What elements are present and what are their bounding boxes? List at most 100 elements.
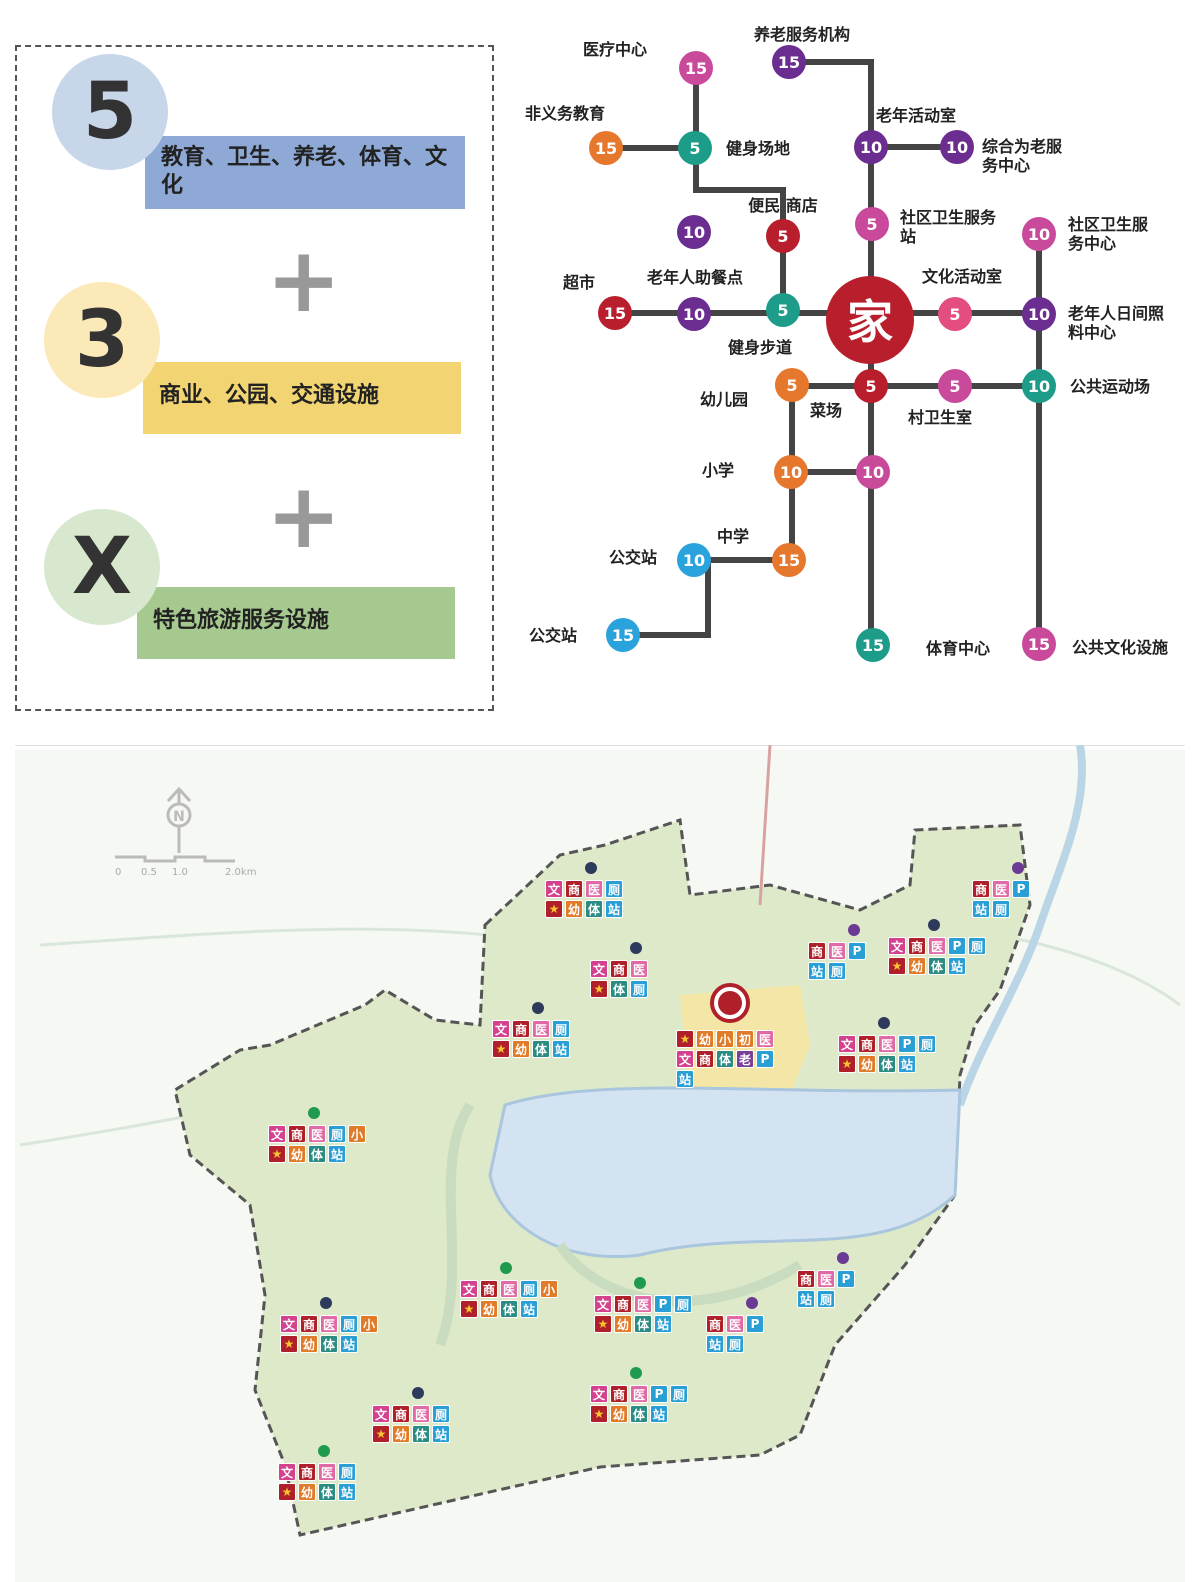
network-node: 10 [856, 455, 890, 489]
facility-row: 站厕 [706, 1335, 764, 1353]
settlement-dot [320, 1297, 332, 1309]
facility-icon: 体 [318, 1483, 336, 1501]
facility-icon: 体 [610, 980, 628, 998]
facility-icon: 初 [736, 1030, 754, 1048]
plus-sign: + [266, 464, 342, 569]
settlement-dot [878, 1017, 890, 1029]
facility-icon: 商 [858, 1035, 876, 1053]
star-icon: ★ [460, 1300, 478, 1318]
facility-icon: 站 [706, 1335, 724, 1353]
node-circle [856, 628, 890, 662]
town-center-marker [710, 983, 750, 1023]
node-label: 小学 [702, 461, 734, 480]
facility-icon: 文 [268, 1125, 286, 1143]
node-label: 老年人助餐点 [646, 268, 743, 287]
x-circle: X [44, 509, 160, 625]
facility-icon: 文 [838, 1035, 856, 1053]
facility-icon: 厕 [328, 1125, 346, 1143]
facility-row: ★幼体站 [278, 1483, 356, 1501]
facility-icon: 文 [590, 1385, 608, 1403]
node-label: 体育中心 [926, 639, 990, 658]
facility-icon: 文 [492, 1020, 510, 1038]
facility-row: 站厕 [797, 1290, 855, 1308]
settlement-dot [308, 1107, 320, 1119]
node-circle [940, 130, 974, 164]
node-label: 中学 [717, 527, 749, 546]
node-circle [606, 618, 640, 652]
node-label: 老年活动室 [875, 106, 956, 125]
svg-text:N: N [173, 809, 185, 825]
facility-icon: 厕 [968, 937, 986, 955]
facility-icon: 站 [328, 1145, 346, 1163]
facility-icon: 医 [630, 1385, 648, 1403]
node-label: 医疗中心 [583, 40, 647, 59]
node-label: 便民 商店 [748, 196, 818, 215]
node-label: 文化活动室 [922, 267, 1002, 286]
facility-icon: 幼 [696, 1030, 714, 1048]
facility-icon: 站 [676, 1070, 694, 1088]
facility-cluster: 文商医厕 ★幼体站 [372, 1387, 450, 1445]
facility-icon: 厕 [674, 1295, 692, 1313]
facility-icon: 幼 [610, 1405, 628, 1423]
star-icon: ★ [492, 1040, 510, 1058]
node-label-line2: 务中心 [1068, 234, 1116, 253]
node-label: 非义务教育 [525, 104, 605, 123]
facility-icon: 文 [372, 1405, 390, 1423]
facility-icon: 文 [460, 1280, 478, 1298]
star-icon: ★ [590, 980, 608, 998]
facility-row: 文商医 [590, 960, 648, 978]
facility-icon: 站 [654, 1315, 672, 1333]
node-minutes: 15 [862, 636, 884, 655]
node-minutes: 10 [860, 138, 882, 157]
facility-icon: 厕 [340, 1315, 358, 1333]
facility-icon: 医 [532, 1020, 550, 1038]
settlement-dot [630, 1367, 642, 1379]
facility-icon: 幼 [614, 1315, 632, 1333]
node-minutes: 5 [689, 139, 700, 158]
facility-icon: 商 [610, 1385, 628, 1403]
node-minutes: 15 [604, 304, 626, 323]
home-label: 家 [847, 295, 893, 349]
facility-icon: 商 [480, 1280, 498, 1298]
node-minutes: 10 [946, 138, 968, 157]
facility-icon: 商 [614, 1295, 632, 1313]
star-icon: ★ [838, 1055, 856, 1073]
facility-icon: 商 [300, 1315, 318, 1333]
facility-icon: 体 [630, 1405, 648, 1423]
facility-icon: 幼 [908, 957, 926, 975]
node-label: 健身步道 [728, 338, 792, 357]
facility-row: 文商医厕 [372, 1405, 450, 1423]
node-minutes: 15 [1028, 635, 1050, 654]
node-minutes: 10 [683, 223, 705, 242]
five-circle: 5 [52, 54, 168, 170]
facility-icon: 厕 [992, 900, 1010, 918]
node-label: 公共运动场 [1070, 377, 1150, 396]
facility-row: ★幼体站 [372, 1425, 450, 1443]
facility-icon: 幼 [392, 1425, 410, 1443]
node-circle [1022, 297, 1056, 331]
facility-icon: 文 [594, 1295, 612, 1313]
facility-row: ★幼体站 [594, 1315, 692, 1333]
node-circle [678, 131, 712, 165]
node-circle [1022, 217, 1056, 251]
facility-icon: 文 [888, 937, 906, 955]
node-minutes: 5 [949, 377, 960, 396]
facility-icon: 体 [928, 957, 946, 975]
node-circle [677, 215, 711, 249]
facility-icon: 厕 [726, 1335, 744, 1353]
facility-icon: 站 [948, 957, 966, 975]
facility-row: 文商医厕 [545, 880, 623, 898]
